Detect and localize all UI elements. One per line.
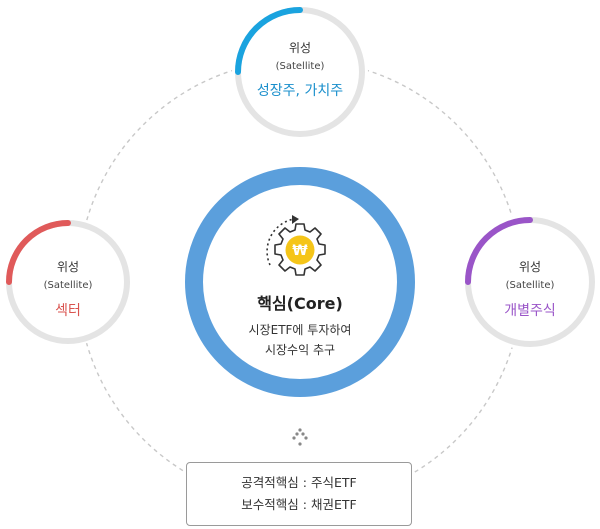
satellite-right-accent-arc xyxy=(465,217,533,285)
satellite-top-subtitle: (Satellite) xyxy=(276,61,325,72)
core-detail-line2: 보수적핵심 : 채권ETF xyxy=(241,497,357,512)
satellite-left-accent-arc xyxy=(6,220,71,285)
satellite-top: 위성 (Satellite) 성장주, 가치주 xyxy=(235,7,365,137)
coin-icon xyxy=(285,235,315,265)
core-detail-line1: 공격적핵심 : 주식ETF xyxy=(241,475,357,490)
satellite-top-accent-arc xyxy=(235,7,303,75)
core-title: 핵심(Core) xyxy=(257,294,343,313)
core-ring xyxy=(185,167,415,397)
satellite-top-label: 성장주, 가치주 xyxy=(257,83,343,99)
core-desc-line1: 시장ETF에 투자하여 xyxy=(249,323,352,337)
satellite-right-title: 위성 xyxy=(519,260,541,274)
satellite-right-label: 개별주식 xyxy=(504,303,556,319)
core-desc-line2: 시장수익 추구 xyxy=(265,343,335,357)
core-detail-box: 공격적핵심 : 주식ETF 보수적핵심 : 채권ETF xyxy=(186,462,412,526)
gear-coin-icon: ₩ xyxy=(266,215,326,276)
satellite-left-title: 위성 xyxy=(57,260,79,274)
coin-symbol: ₩ xyxy=(292,243,308,259)
satellite-right-subtitle: (Satellite) xyxy=(506,280,555,291)
satellite-left-label: 섹터 xyxy=(55,303,81,319)
core: ₩ 핵심(Core) 시장ETF에 투자하여 시장수익 추구 xyxy=(185,167,415,397)
rotate-arrow-icon xyxy=(266,218,295,266)
chevron-up-icon xyxy=(292,428,308,446)
satellite-left: 위성 (Satellite) 섹터 xyxy=(6,220,130,344)
satellite-left-subtitle: (Satellite) xyxy=(44,280,93,291)
satellite-top-title: 위성 xyxy=(289,41,311,55)
satellite-right: 위성 (Satellite) 개별주식 xyxy=(465,217,595,347)
